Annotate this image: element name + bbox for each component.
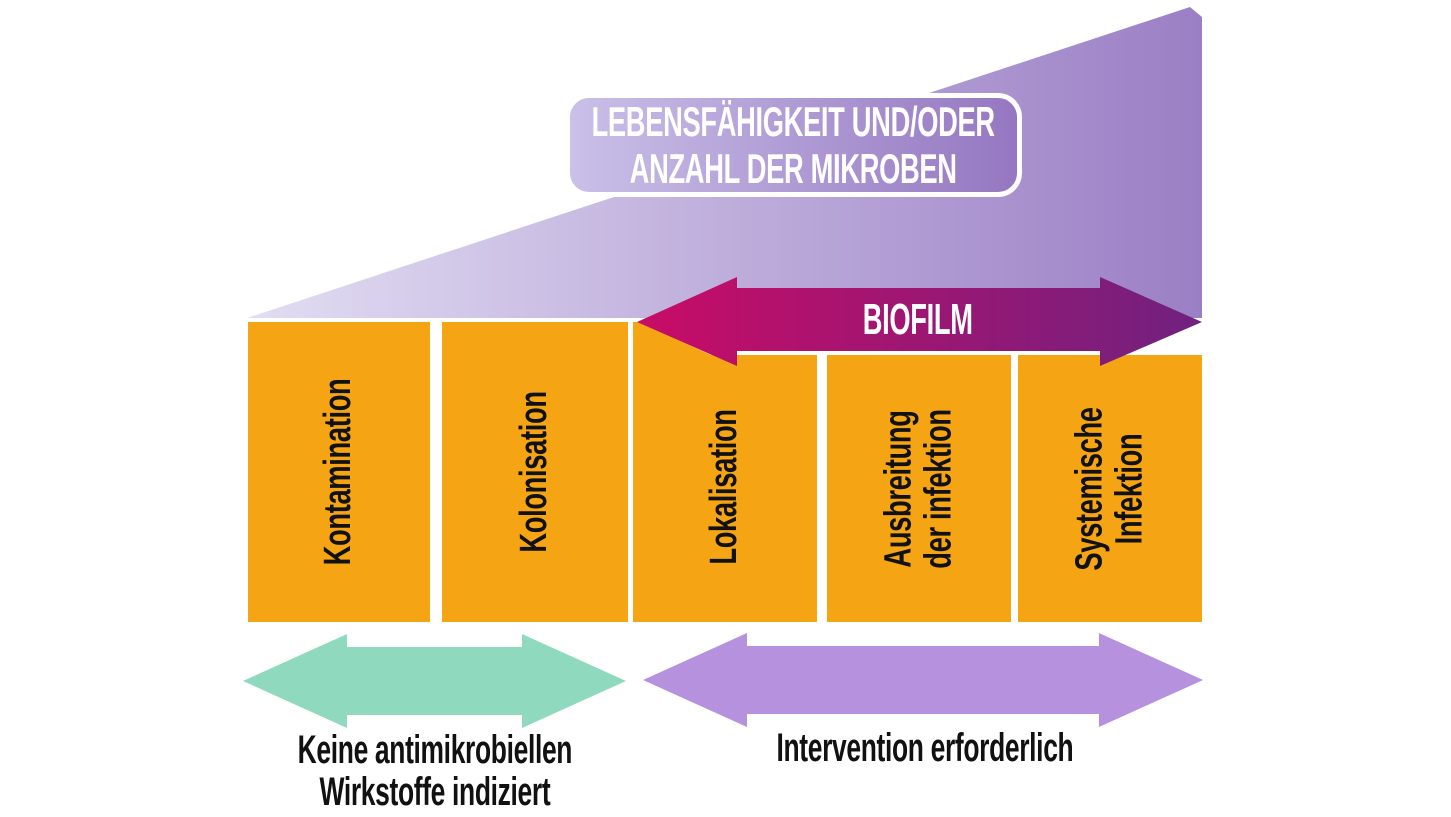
- title-line-2: ANZAHL DER MIKROBEN: [630, 145, 957, 192]
- stage-box-kontamination: Kontamination: [248, 322, 430, 622]
- biofilm-arrow-label-wrap: BIOFILM: [808, 295, 1028, 344]
- stage-box-systemische-infektion: Systemische Infektion: [1018, 355, 1202, 622]
- no-antimicrobials-label-line-2: Wirkstoffe indiziert: [319, 770, 551, 814]
- intervention-label-line: Intervention erforderlich: [776, 726, 1074, 770]
- stage-box-kolonisation: Kolonisation: [442, 322, 628, 622]
- stage-box-ausbreitung-der-infektion: Ausbreitung der infektion: [827, 355, 1011, 622]
- no-antimicrobials-label-line-1: Keine antimikrobiellen: [297, 728, 573, 772]
- no-antimicrobials-arrow: [243, 634, 626, 728]
- page-title: LEBENSFÄHIGKEIT UND/ODER ANZAHL DER MIKR…: [591, 98, 996, 192]
- no-antimicrobials-label: Keine antimikrobiellen Wirkstoffe indizi…: [225, 729, 645, 813]
- title-box: LEBENSFÄHIGKEIT UND/ODER ANZAHL DER MIKR…: [565, 93, 1022, 197]
- title-line-1: LEBENSFÄHIGKEIT UND/ODER: [591, 98, 996, 145]
- intervention-label: Intervention erforderlich: [700, 727, 1146, 769]
- stage-box-lokalisation: Lokalisation: [633, 322, 817, 622]
- biofilm-label: BIOFILM: [863, 295, 973, 344]
- intervention-arrow: [643, 633, 1203, 727]
- biofilm-arrow: [637, 277, 1202, 366]
